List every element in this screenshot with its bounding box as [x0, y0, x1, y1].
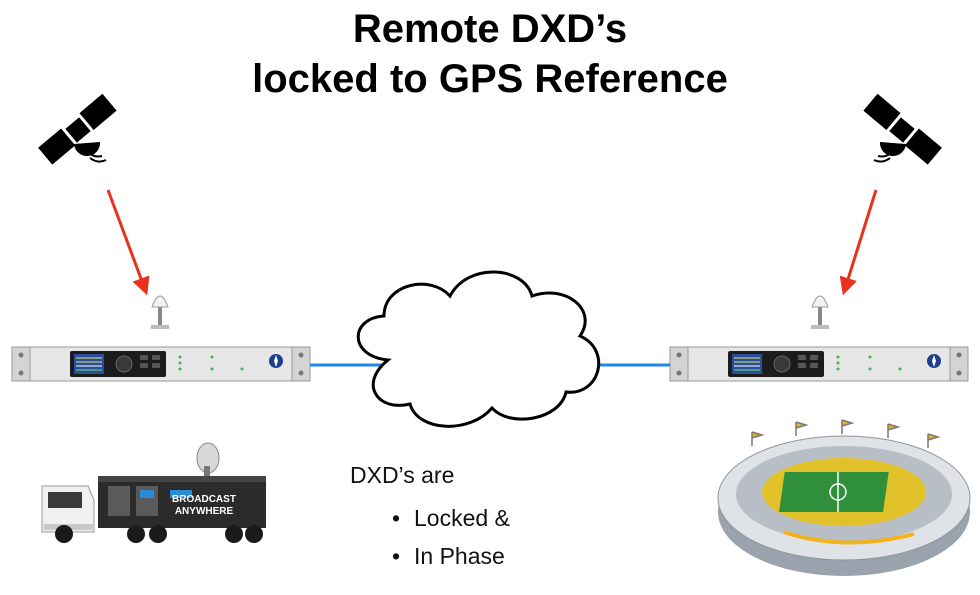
gps-antenna-icon-right — [810, 295, 830, 330]
caption-text: DXD’s are — [350, 462, 455, 488]
bullet-dot: • — [392, 505, 401, 531]
page-title: Remote DXD’s locked to GPS Reference — [0, 4, 980, 104]
truck-label-line1: BROADCAST — [172, 494, 236, 505]
bullet-item-1: • Locked & — [392, 505, 510, 543]
gps-antenna-icon-left — [150, 295, 170, 330]
gps-signal-arrow-right — [839, 189, 878, 296]
bullet-list: • Locked & • In Phase — [392, 505, 510, 570]
truck-label-line2: ANYWHERE — [175, 506, 234, 517]
dxd-device-right — [669, 346, 969, 382]
title-line-1: Remote DXD’s — [352, 7, 628, 51]
bullet-text: Locked & — [414, 505, 510, 531]
stadium-icon — [717, 419, 971, 576]
cloud-icon — [356, 270, 601, 428]
bullet-text: In Phase — [414, 543, 505, 569]
satellite-icon-left — [37, 92, 118, 166]
truck-icon: BROADCAST ANYWHERE — [41, 442, 266, 543]
title-line-2: locked to GPS Reference — [252, 57, 728, 101]
dxd-device-left — [11, 346, 311, 382]
bullet-dot: • — [392, 543, 401, 569]
bullet-item-2: • In Phase — [392, 543, 510, 570]
gps-signal-arrow-left — [106, 189, 150, 296]
satellite-icon-right — [862, 92, 943, 166]
